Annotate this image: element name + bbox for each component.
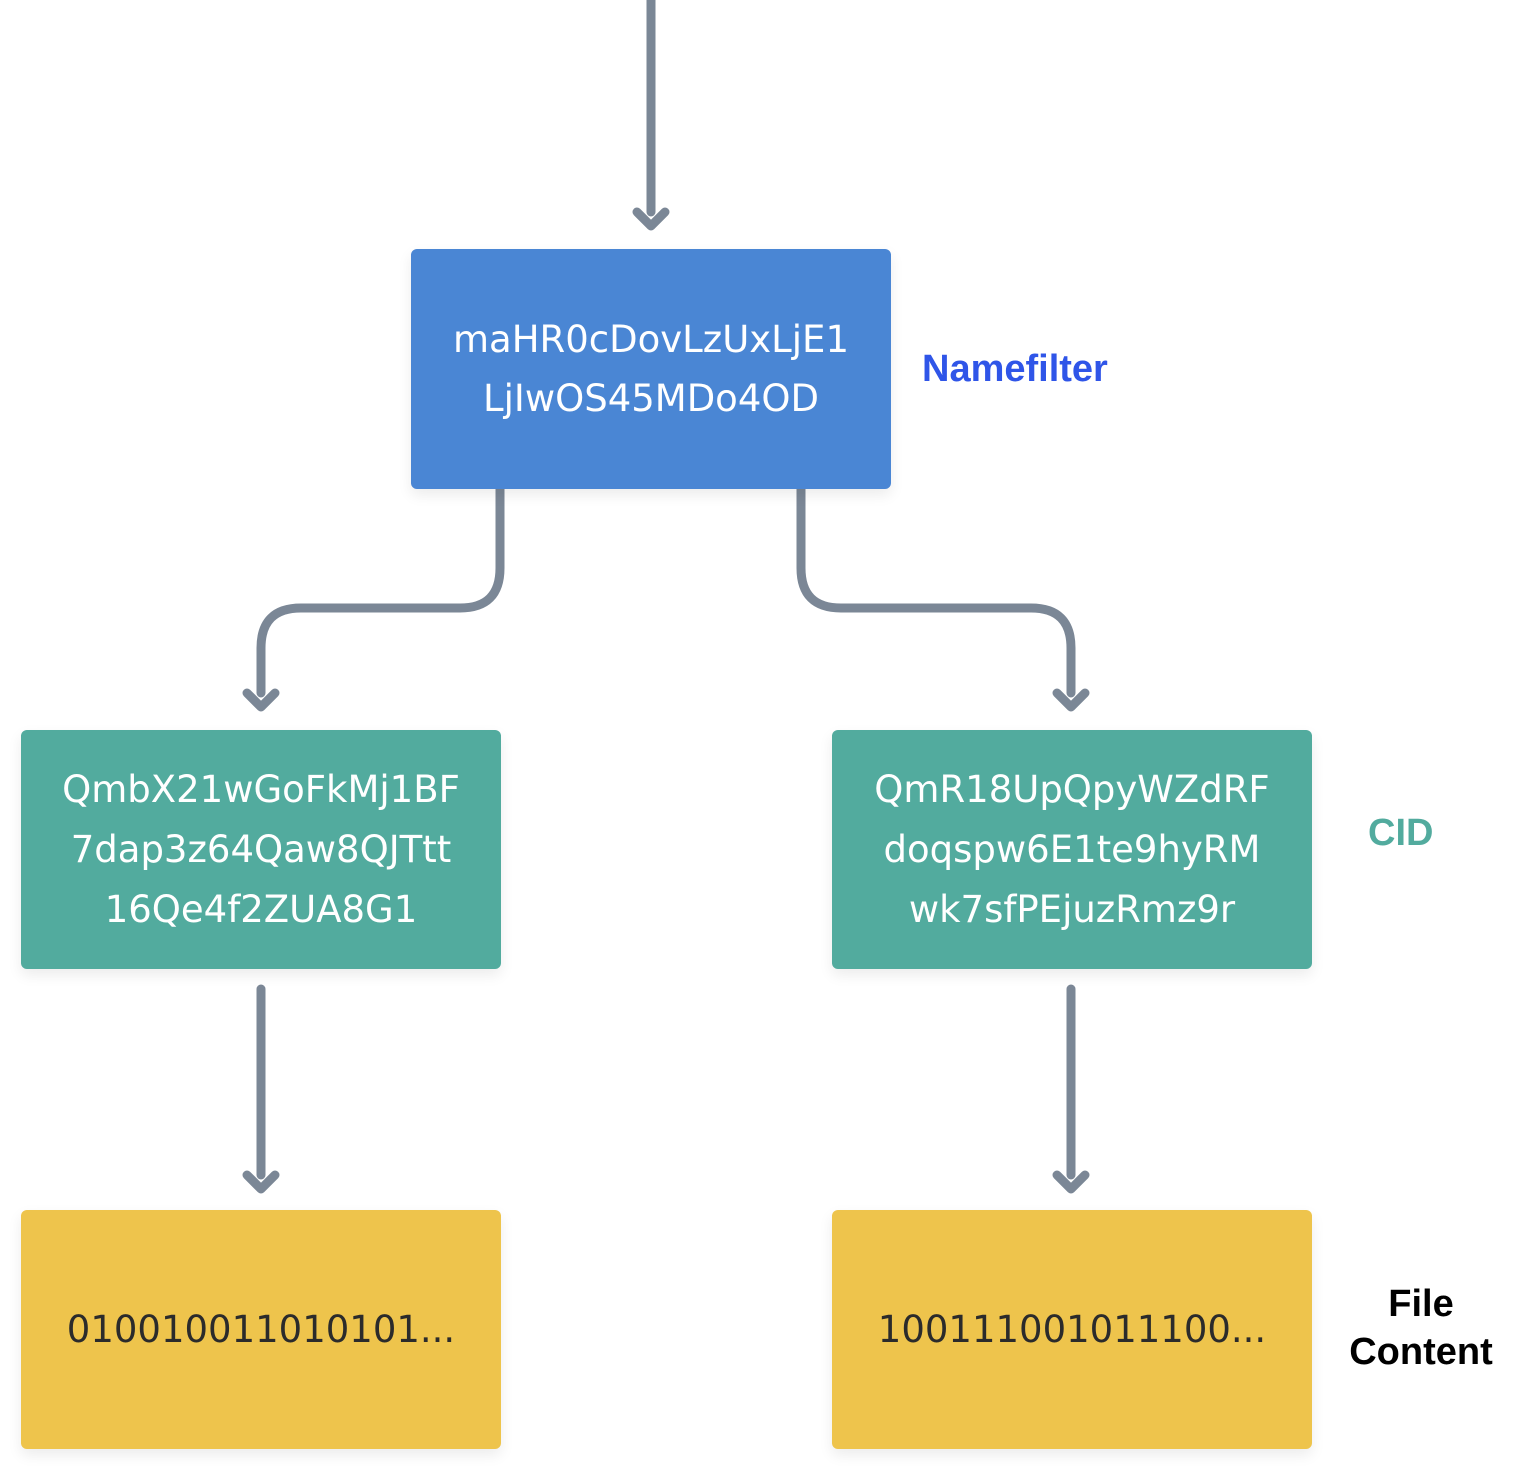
cid-right-line-3: wk7sfPEjuzRmz9r xyxy=(908,887,1236,931)
cid-left-line-3: 16Qe4f2ZUA8G1 xyxy=(104,887,418,931)
cid-left-line-1: QmbX21wGoFkMj1BF xyxy=(62,767,460,811)
cid-right-line-1: QmR18UpQpyWZdRF xyxy=(874,767,1270,811)
cid-left-node: QmbX21wGoFkMj1BF 7dap3z64Qaw8QJTtt 16Qe4… xyxy=(21,730,501,969)
arrowhead-cid-left xyxy=(242,688,280,712)
file-content-label-line-1: File xyxy=(1388,1283,1454,1325)
cid-left-line-2: 7dap3z64Qaw8QJTtt xyxy=(70,827,452,871)
arrowhead-namefilter xyxy=(632,207,670,231)
file-content-left-node: 010010011010101... xyxy=(21,1210,501,1449)
edge-namefilter-to-cid-right xyxy=(796,484,1076,698)
namefilter-node: maHR0cDovLzUxLjE1 LjIwOS45MDo4OD xyxy=(411,249,891,489)
file-content-right-text: 100111001011100... xyxy=(877,1308,1267,1351)
file-content-label: File Content xyxy=(1336,1280,1506,1376)
namefilter-line-1: maHR0cDovLzUxLjE1 xyxy=(453,318,849,361)
cid-right-line-2: doqspw6E1te9hyRM xyxy=(883,827,1261,871)
cid-label: CID xyxy=(1368,812,1434,854)
file-content-right-node: 100111001011100... xyxy=(832,1210,1312,1449)
arrowhead-file-right xyxy=(1052,1170,1090,1194)
arrowhead-file-left xyxy=(242,1170,280,1194)
edge-namefilter-to-cid-left xyxy=(256,484,505,698)
arrowhead-cid-right xyxy=(1052,688,1090,712)
file-content-left-text: 010010011010101... xyxy=(66,1308,456,1351)
namefilter-label: Namefilter xyxy=(922,348,1108,390)
namefilter-line-2: LjIwOS45MDo4OD xyxy=(483,377,819,420)
file-content-label-line-2: Content xyxy=(1349,1331,1493,1373)
cid-right-node: QmR18UpQpyWZdRF doqspw6E1te9hyRM wk7sfPE… xyxy=(832,730,1312,969)
